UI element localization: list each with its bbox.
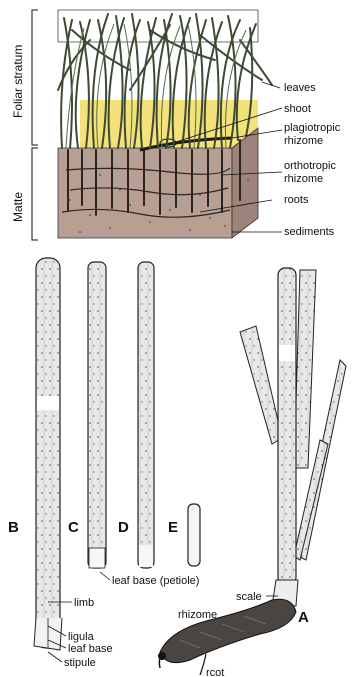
leaf-D-blade bbox=[138, 262, 154, 568]
leaf-C-petiole bbox=[89, 548, 105, 568]
leaf-B-blade bbox=[36, 258, 60, 648]
matte-label: Matte bbox=[11, 192, 25, 222]
matte-bracket bbox=[32, 148, 38, 240]
label-plagiotropic-rhizome: rhizome bbox=[284, 135, 323, 147]
label-limb: limb bbox=[74, 597, 94, 609]
label-leaf-base-petiole: leaf base (petiole) bbox=[112, 575, 199, 587]
leaf-B-gap bbox=[37, 396, 59, 410]
matte-side-face bbox=[232, 128, 258, 238]
label-stipule: stipule bbox=[64, 657, 96, 669]
foliar-stratum-label: Foliar stratum bbox=[11, 45, 25, 118]
leaf-D-base bbox=[139, 545, 153, 567]
label-shoot: shoot bbox=[284, 103, 311, 115]
shoot-A-leaf-1 bbox=[240, 326, 282, 444]
letter-D: D bbox=[118, 519, 129, 536]
label-roots: roots bbox=[284, 194, 309, 206]
leaf-C bbox=[88, 262, 106, 568]
shoot-A-gap bbox=[279, 345, 295, 361]
letter-A: A bbox=[298, 609, 309, 626]
label-rhizome: rhizome bbox=[178, 609, 217, 621]
leaf-E bbox=[188, 504, 200, 566]
label-scale: scale bbox=[236, 591, 262, 603]
foliar-bracket bbox=[32, 10, 38, 145]
label-orthotropic: orthotropic bbox=[284, 160, 336, 172]
label-root: rcot bbox=[206, 667, 224, 677]
label-ligula: ligula bbox=[68, 631, 95, 643]
letter-E: E bbox=[168, 519, 178, 536]
label-sediments: sediments bbox=[284, 226, 335, 238]
letter-C: C bbox=[68, 519, 79, 536]
shoot-A-leaf-2 bbox=[294, 270, 316, 468]
leaf-D bbox=[138, 262, 154, 568]
letter-B: B bbox=[8, 519, 19, 536]
label-orthotropic-rhizome: rhizome bbox=[284, 173, 323, 185]
shoot-A-main-leaf bbox=[278, 268, 296, 584]
label-leaves: leaves bbox=[284, 82, 316, 94]
label-plagiotropic: plagiotropic bbox=[284, 122, 341, 134]
leaf-C-blade bbox=[88, 262, 106, 568]
label-leaf-base: leaf base bbox=[68, 643, 113, 655]
meadow-block-diagram: Foliar stratum Matte leaves shoot plagio… bbox=[11, 10, 341, 240]
leaf-B bbox=[34, 258, 62, 650]
